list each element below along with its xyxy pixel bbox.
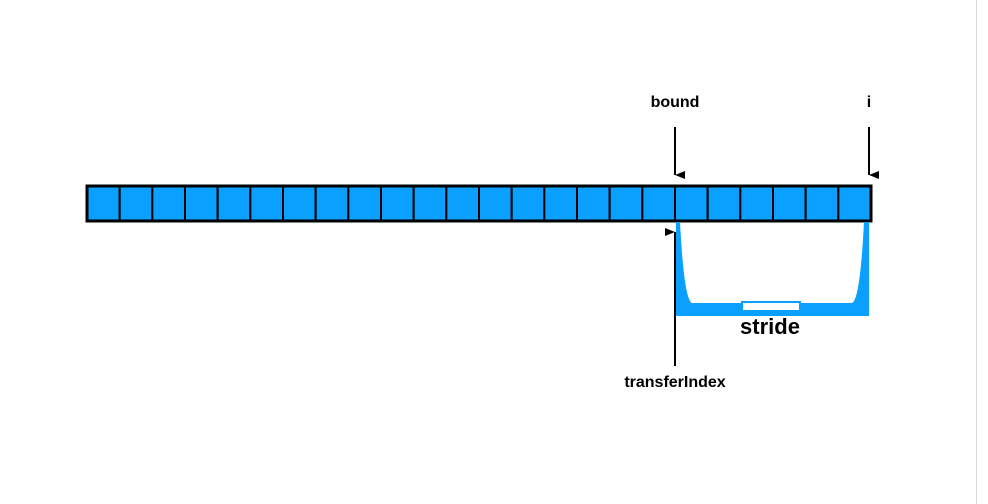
array-cell — [445, 185, 480, 222]
stride-tab — [741, 301, 801, 312]
array-cell — [314, 185, 350, 222]
array-cell — [772, 185, 807, 222]
array-outline — [85, 184, 873, 223]
array-cell — [216, 185, 252, 222]
array-cell — [543, 185, 579, 222]
array-cell — [151, 185, 186, 222]
array-cell — [249, 185, 284, 222]
array-cell — [282, 185, 317, 222]
array-cell — [347, 185, 382, 222]
array-cell — [576, 185, 611, 222]
array-cell — [184, 185, 219, 222]
transfer-index-label: transferIndex — [624, 374, 725, 391]
stride-bracket — [676, 222, 869, 316]
array-cell — [804, 185, 840, 222]
i-label: i — [867, 94, 871, 111]
array-cell — [510, 185, 546, 222]
array-cell — [706, 185, 742, 222]
array-cell — [837, 185, 873, 222]
array-cell — [739, 185, 775, 222]
array-cell — [118, 185, 154, 222]
array-cell — [674, 185, 709, 222]
array-cell — [380, 185, 415, 222]
array-cell — [86, 185, 121, 222]
array-cell — [412, 185, 448, 222]
array-cell — [478, 185, 513, 222]
stride-label: stride — [740, 314, 800, 339]
array-cell — [641, 185, 677, 222]
bound-label: bound — [651, 94, 700, 111]
array-cells — [86, 185, 873, 222]
array-cell — [608, 185, 644, 222]
canvas-right-edge — [976, 0, 977, 504]
